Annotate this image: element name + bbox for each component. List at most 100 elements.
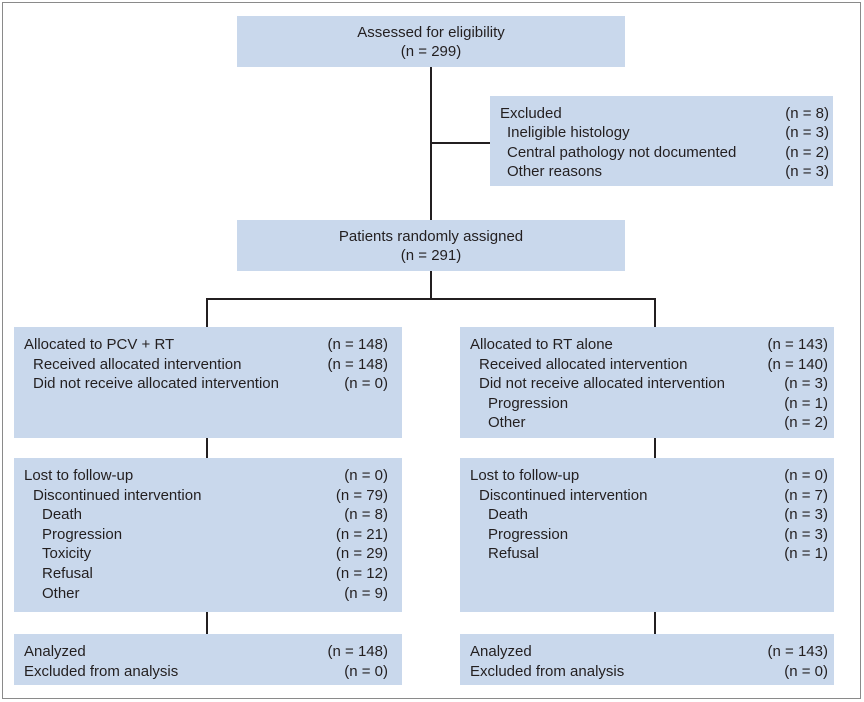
flow-row-count: (n = 3) xyxy=(784,525,828,543)
flow-row: Refusal (n = 12) xyxy=(14,564,402,583)
excluded-item-count: (n = 3) xyxy=(785,124,829,141)
flow-row-label: Death xyxy=(488,506,529,524)
flow-row-count: (n = 143) xyxy=(767,643,828,660)
right-followup-box: Lost to follow-up (n = 0) Discontinued int… xyxy=(460,458,834,612)
flow-row: Did not receive allocated intervention (n… xyxy=(14,374,402,393)
flow-row-count: (n = 12) xyxy=(335,565,388,582)
flow-row: Allocated to PCV + RT (n = 148) xyxy=(14,335,402,354)
flow-row: Other (n = 2) xyxy=(460,413,834,432)
flow-row-count: (n = 0) xyxy=(784,467,828,484)
flow-row: Received allocated intervention (n = 148) xyxy=(14,355,402,374)
flow-row: Did not receive allocated intervention (n… xyxy=(460,374,834,393)
flow-row-count: (n = 1) xyxy=(784,545,828,563)
excluded-box: Excluded (n = 8) Ineligible histology (n… xyxy=(490,96,833,186)
flow-row-label: Received allocated intervention xyxy=(479,355,688,373)
flow-row-label: Lost to follow-up xyxy=(470,467,580,484)
flow-row-label: Did not receive allocated intervention xyxy=(479,375,725,393)
flow-row-count: (n = 29) xyxy=(335,545,388,563)
flow-row-count: (n = 79) xyxy=(335,486,388,504)
flow-row: Lost to follow-up (n = 0) xyxy=(14,466,402,485)
flow-row-count: (n = 0) xyxy=(344,467,388,484)
connector-left-to-allocation xyxy=(206,298,208,327)
flow-row-count: (n = 0) xyxy=(344,375,388,393)
flow-row-label: Analyzed xyxy=(24,643,86,660)
connector-branch-horizontal xyxy=(206,298,656,300)
flow-row-label: Progression xyxy=(42,525,123,543)
assessed-title: Assessed for eligibility xyxy=(357,24,505,41)
connector-right-to-analysis xyxy=(654,612,656,634)
connector-randomized-down xyxy=(430,270,432,299)
flow-row: Excluded from analysis (n = 0) xyxy=(460,662,834,681)
right-allocation-box: Allocated to RT alone (n = 143) Received a… xyxy=(460,327,834,438)
excluded-item-count: (n = 3) xyxy=(785,163,829,180)
randomized-title: Patients randomly assigned xyxy=(338,228,524,245)
randomized-box: Patients randomly assigned (n = 291) xyxy=(237,220,625,271)
flow-row-count: (n = 143) xyxy=(767,336,828,353)
connector-right-to-followup xyxy=(654,438,656,458)
flow-row-count: (n = 0) xyxy=(784,662,828,680)
flow-row-count: (n = 140) xyxy=(767,355,828,373)
flow-row: Other (n = 9) xyxy=(14,584,402,603)
flow-row-label: Other xyxy=(488,414,526,432)
assessed-count: (n = 299) xyxy=(400,43,462,60)
flow-row-count: (n = 3) xyxy=(784,506,828,524)
flow-row: Allocated to RT alone (n = 143) xyxy=(460,335,834,354)
connector-right-to-allocation xyxy=(654,298,656,327)
flow-row-label: Progression xyxy=(488,525,569,543)
flow-row: Progression (n = 3) xyxy=(460,525,834,544)
flow-row: Refusal (n = 1) xyxy=(460,544,834,563)
flow-row-label: Analyzed xyxy=(470,643,532,660)
flow-row: Progression (n = 21) xyxy=(14,525,402,544)
flow-row-label: Refusal xyxy=(488,545,539,563)
flow-row: Progression (n = 1) xyxy=(460,394,834,413)
flow-row: Lost to follow-up (n = 0) xyxy=(460,466,834,485)
flow-row: Death (n = 3) xyxy=(460,505,834,524)
flow-row-label: Excluded from analysis xyxy=(24,662,179,680)
left-allocation-box: Allocated to PCV + RT(n = 148)Received a… xyxy=(14,327,402,438)
connector-left-to-analysis xyxy=(206,612,208,634)
flow-row-label: Did not receive allocated intervention xyxy=(33,375,279,393)
flow-row-label: Refusal xyxy=(42,565,93,582)
excluded-count: (n = 8) xyxy=(785,105,829,122)
flow-row-count: (n = 3) xyxy=(784,375,828,393)
connector-left-to-followup xyxy=(206,438,208,458)
flow-row-count: (n = 0) xyxy=(344,662,388,680)
flow-row-count: (n = 9) xyxy=(344,584,388,602)
flow-row-label: Discontinued intervention xyxy=(33,486,202,504)
excluded-item: Other reasons (n = 3) xyxy=(490,162,833,181)
flow-row-count: (n = 148) xyxy=(327,336,388,353)
flow-row-label: Progression xyxy=(488,394,569,412)
excluded-item-label: Other reasons xyxy=(507,163,603,180)
flow-row-count: (n = 21) xyxy=(335,525,388,543)
flow-row-count: (n = 2) xyxy=(784,414,828,432)
flow-row: Excluded from analysis (n = 0) xyxy=(14,662,402,681)
excluded-item-label: Ineligible histology xyxy=(507,124,630,141)
flow-row: Received allocated intervention (n = 140) xyxy=(460,355,834,374)
flow-row-label: Lost to follow-up xyxy=(24,467,134,484)
excluded-title: Excluded xyxy=(500,105,562,122)
flow-row-label: Discontinued intervention xyxy=(479,486,648,504)
excluded-item-count: (n = 2) xyxy=(785,144,829,161)
flow-row-label: Other xyxy=(42,584,80,602)
flow-row-label: Allocated to PCV + RT xyxy=(24,336,175,353)
flow-row: Analyzed (n = 143) xyxy=(460,642,834,661)
excluded-item-label: Central pathology not documented xyxy=(507,144,737,161)
excluded-header-row: Excluded (n = 8) xyxy=(490,104,833,123)
flow-row-label: Excluded from analysis xyxy=(470,662,625,680)
connector-excluded xyxy=(431,142,490,144)
flow-row-count: (n = 148) xyxy=(327,355,388,373)
flow-row-label: Death xyxy=(42,506,83,524)
flow-row-count: (n = 7) xyxy=(784,486,828,504)
left-followup-box: Lost to follow-up (n = 0) Discontinued int… xyxy=(14,458,402,612)
flow-row-label: Allocated to RT alone xyxy=(470,336,613,353)
flow-row: Discontinued intervention (n = 79) xyxy=(14,486,402,505)
right-analysis-box: Analyzed (n = 143) Excluded from analysis (… xyxy=(460,634,834,685)
randomized-count: (n = 291) xyxy=(400,247,462,264)
flow-row-count: (n = 8) xyxy=(344,506,388,524)
flow-row-label: Toxicity xyxy=(42,545,92,563)
flow-row: Death (n = 8) xyxy=(14,505,402,524)
flow-row-count: (n = 1) xyxy=(784,394,828,412)
flow-row-label: Received allocated intervention xyxy=(33,355,242,373)
assessed-box: Assessed for eligibility (n = 299) xyxy=(237,16,625,67)
excluded-item: Ineligible histology (n = 3) xyxy=(490,123,833,142)
